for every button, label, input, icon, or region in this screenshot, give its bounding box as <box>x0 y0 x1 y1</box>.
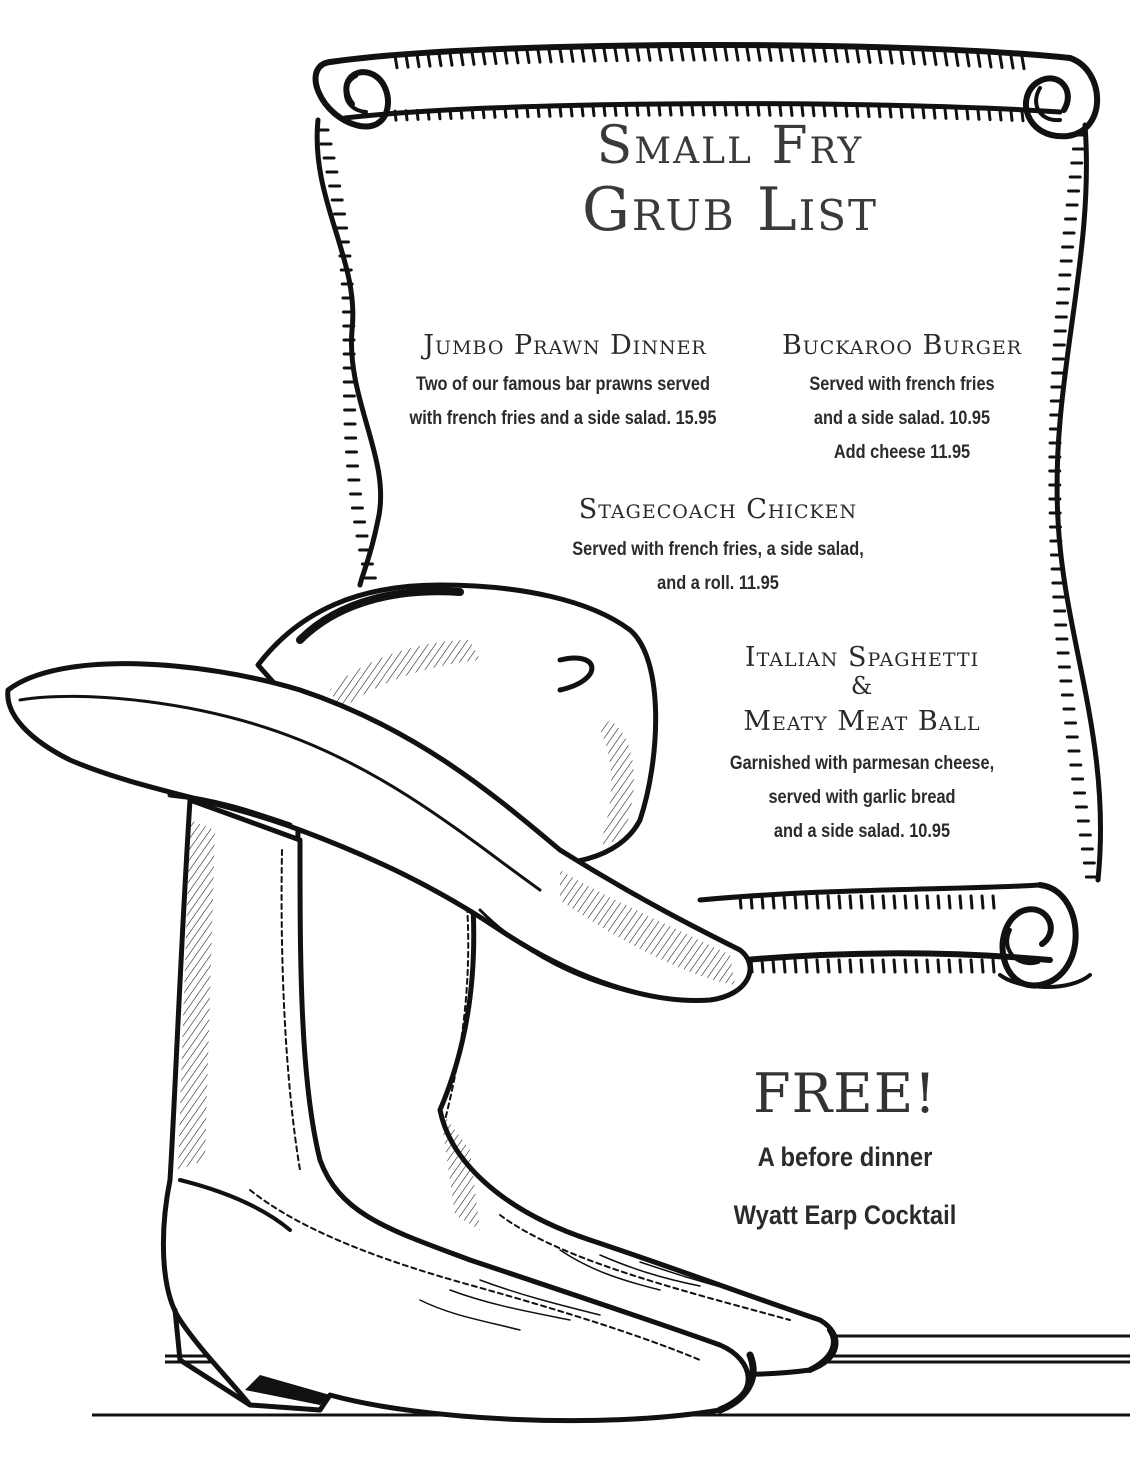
menu-title-line1: Small Fry <box>596 116 864 176</box>
promo-headline: FREE! <box>753 1062 937 1125</box>
desc-line: and a roll. 11.95 <box>657 573 779 594</box>
dish-desc-stagecoach-chicken: Served with french fries, a side salad, … <box>546 533 890 601</box>
parchment-scroll <box>312 41 1103 989</box>
dish-desc-jumbo-prawn: Two of our famous bar prawns served with… <box>391 368 735 436</box>
desc-line: and a side salad. 10.95 <box>813 408 991 429</box>
desc-line: Garnished with parmesan cheese, <box>729 753 995 774</box>
promo-line2: Wyatt Earp Cocktail <box>733 1200 957 1230</box>
menu-title-line2: Grub List <box>581 175 879 245</box>
dish-name-ampersand: & <box>850 672 874 700</box>
desc-line: Served with french fries, a side salad, <box>572 539 864 560</box>
dish-name-jumbo-prawn: Jumbo Prawn Dinner <box>423 330 707 361</box>
dish-name-buckaroo-burger: Buckaroo Burger <box>781 330 1023 361</box>
dish-desc-buckaroo-burger: Served with french fries and a side sala… <box>773 368 1031 470</box>
cowboy-hat-illustration <box>5 582 753 1003</box>
desc-line: served with garlic bread <box>768 787 956 808</box>
dish-desc-italian-spaghetti: Garnished with parmesan cheese, served w… <box>707 747 1017 849</box>
desc-line: Two of our famous bar prawns served <box>416 374 710 395</box>
dish-name-italian-spaghetti: Italian Spaghetti <box>744 642 980 673</box>
cowboy-boots-illustration <box>160 797 839 1424</box>
dish-name-stagecoach-chicken: Stagecoach Chicken <box>578 494 858 525</box>
desc-line: with french fries and a side salad. 15.9… <box>409 408 717 429</box>
desc-line: Add cheese 11.95 <box>833 442 971 463</box>
desc-line: and a side salad. 10.95 <box>773 821 951 842</box>
dish-name-meaty-meat-ball: Meaty Meat Ball <box>743 706 981 737</box>
promo-line1: A before dinner <box>757 1142 933 1172</box>
desc-line: Served with french fries <box>809 374 995 395</box>
